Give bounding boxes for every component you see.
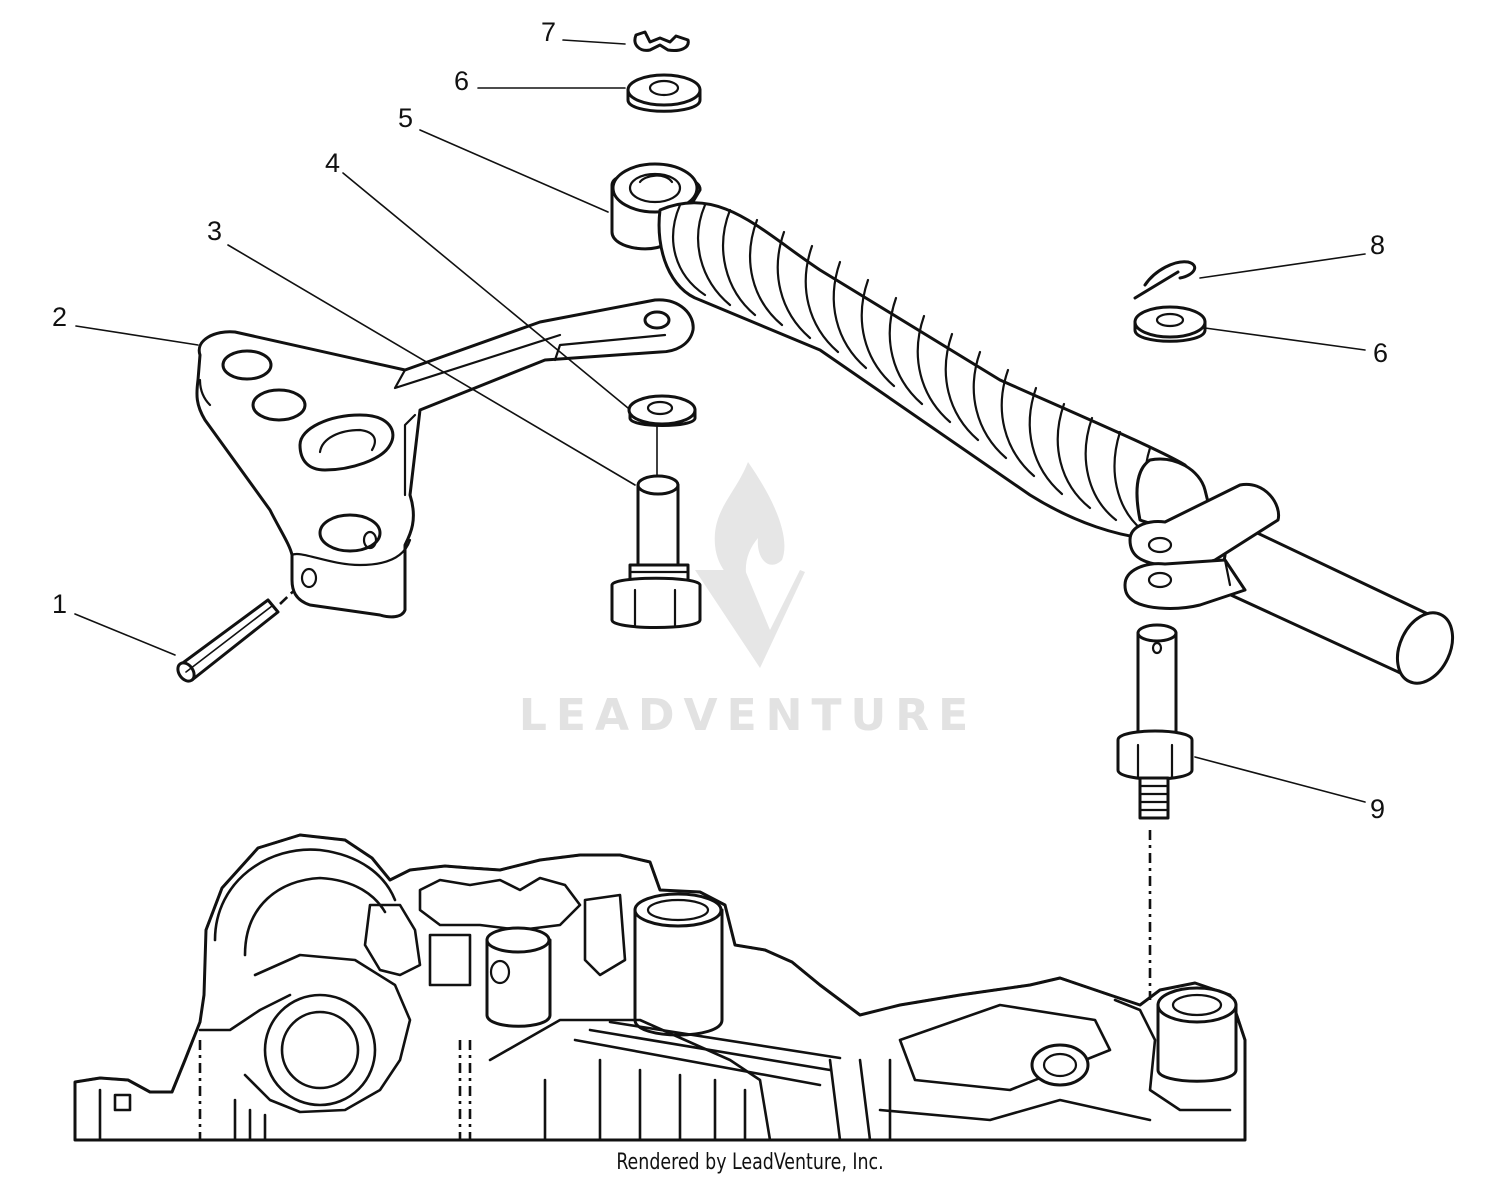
callout-4: 4 <box>325 148 340 178</box>
leader-4 <box>342 172 629 409</box>
footer-credit: Rendered by LeadVenture, Inc. <box>616 1150 884 1175</box>
leader-lines <box>74 39 1366 803</box>
leader-6b <box>1204 327 1366 351</box>
watermark: LEADVENTURE <box>519 462 977 741</box>
part-9-shoulder-stud <box>1116 623 1194 1000</box>
leader-8 <box>1199 253 1366 279</box>
leadventure-flame-v-logo <box>695 462 805 668</box>
callout-8: 8 <box>1370 230 1385 260</box>
callout-6-right: 6 <box>1373 338 1388 368</box>
part-5-spring-assembly <box>610 162 1455 685</box>
engine-block <box>73 833 1247 1142</box>
part-6-washer-top <box>626 73 702 113</box>
leader-7 <box>562 39 626 45</box>
watermark-brand: LEADVENTURE <box>519 690 977 741</box>
part-3-stud <box>610 424 702 629</box>
callout-7: 7 <box>541 17 556 47</box>
part-2-control-lever <box>195 298 695 619</box>
part-6-washer-right <box>1133 305 1207 343</box>
leader-3 <box>227 244 636 486</box>
part-7-e-ring <box>633 30 690 52</box>
leader-5 <box>419 129 609 213</box>
callout-9: 9 <box>1370 794 1385 824</box>
part-8-cotter-pin <box>1133 260 1197 300</box>
callout-5: 5 <box>398 103 413 133</box>
callout-3: 3 <box>207 216 222 246</box>
callouts: 1 2 3 4 5 6 7 8 6 9 <box>52 17 1388 824</box>
callout-2: 2 <box>52 302 67 332</box>
part-1-roll-pin <box>176 579 306 683</box>
part-4-washer <box>627 394 697 427</box>
callout-1: 1 <box>52 589 67 619</box>
leader-1 <box>74 613 176 656</box>
callout-6-top: 6 <box>454 66 469 96</box>
leader-9 <box>1194 756 1366 803</box>
leader-2 <box>75 325 199 346</box>
